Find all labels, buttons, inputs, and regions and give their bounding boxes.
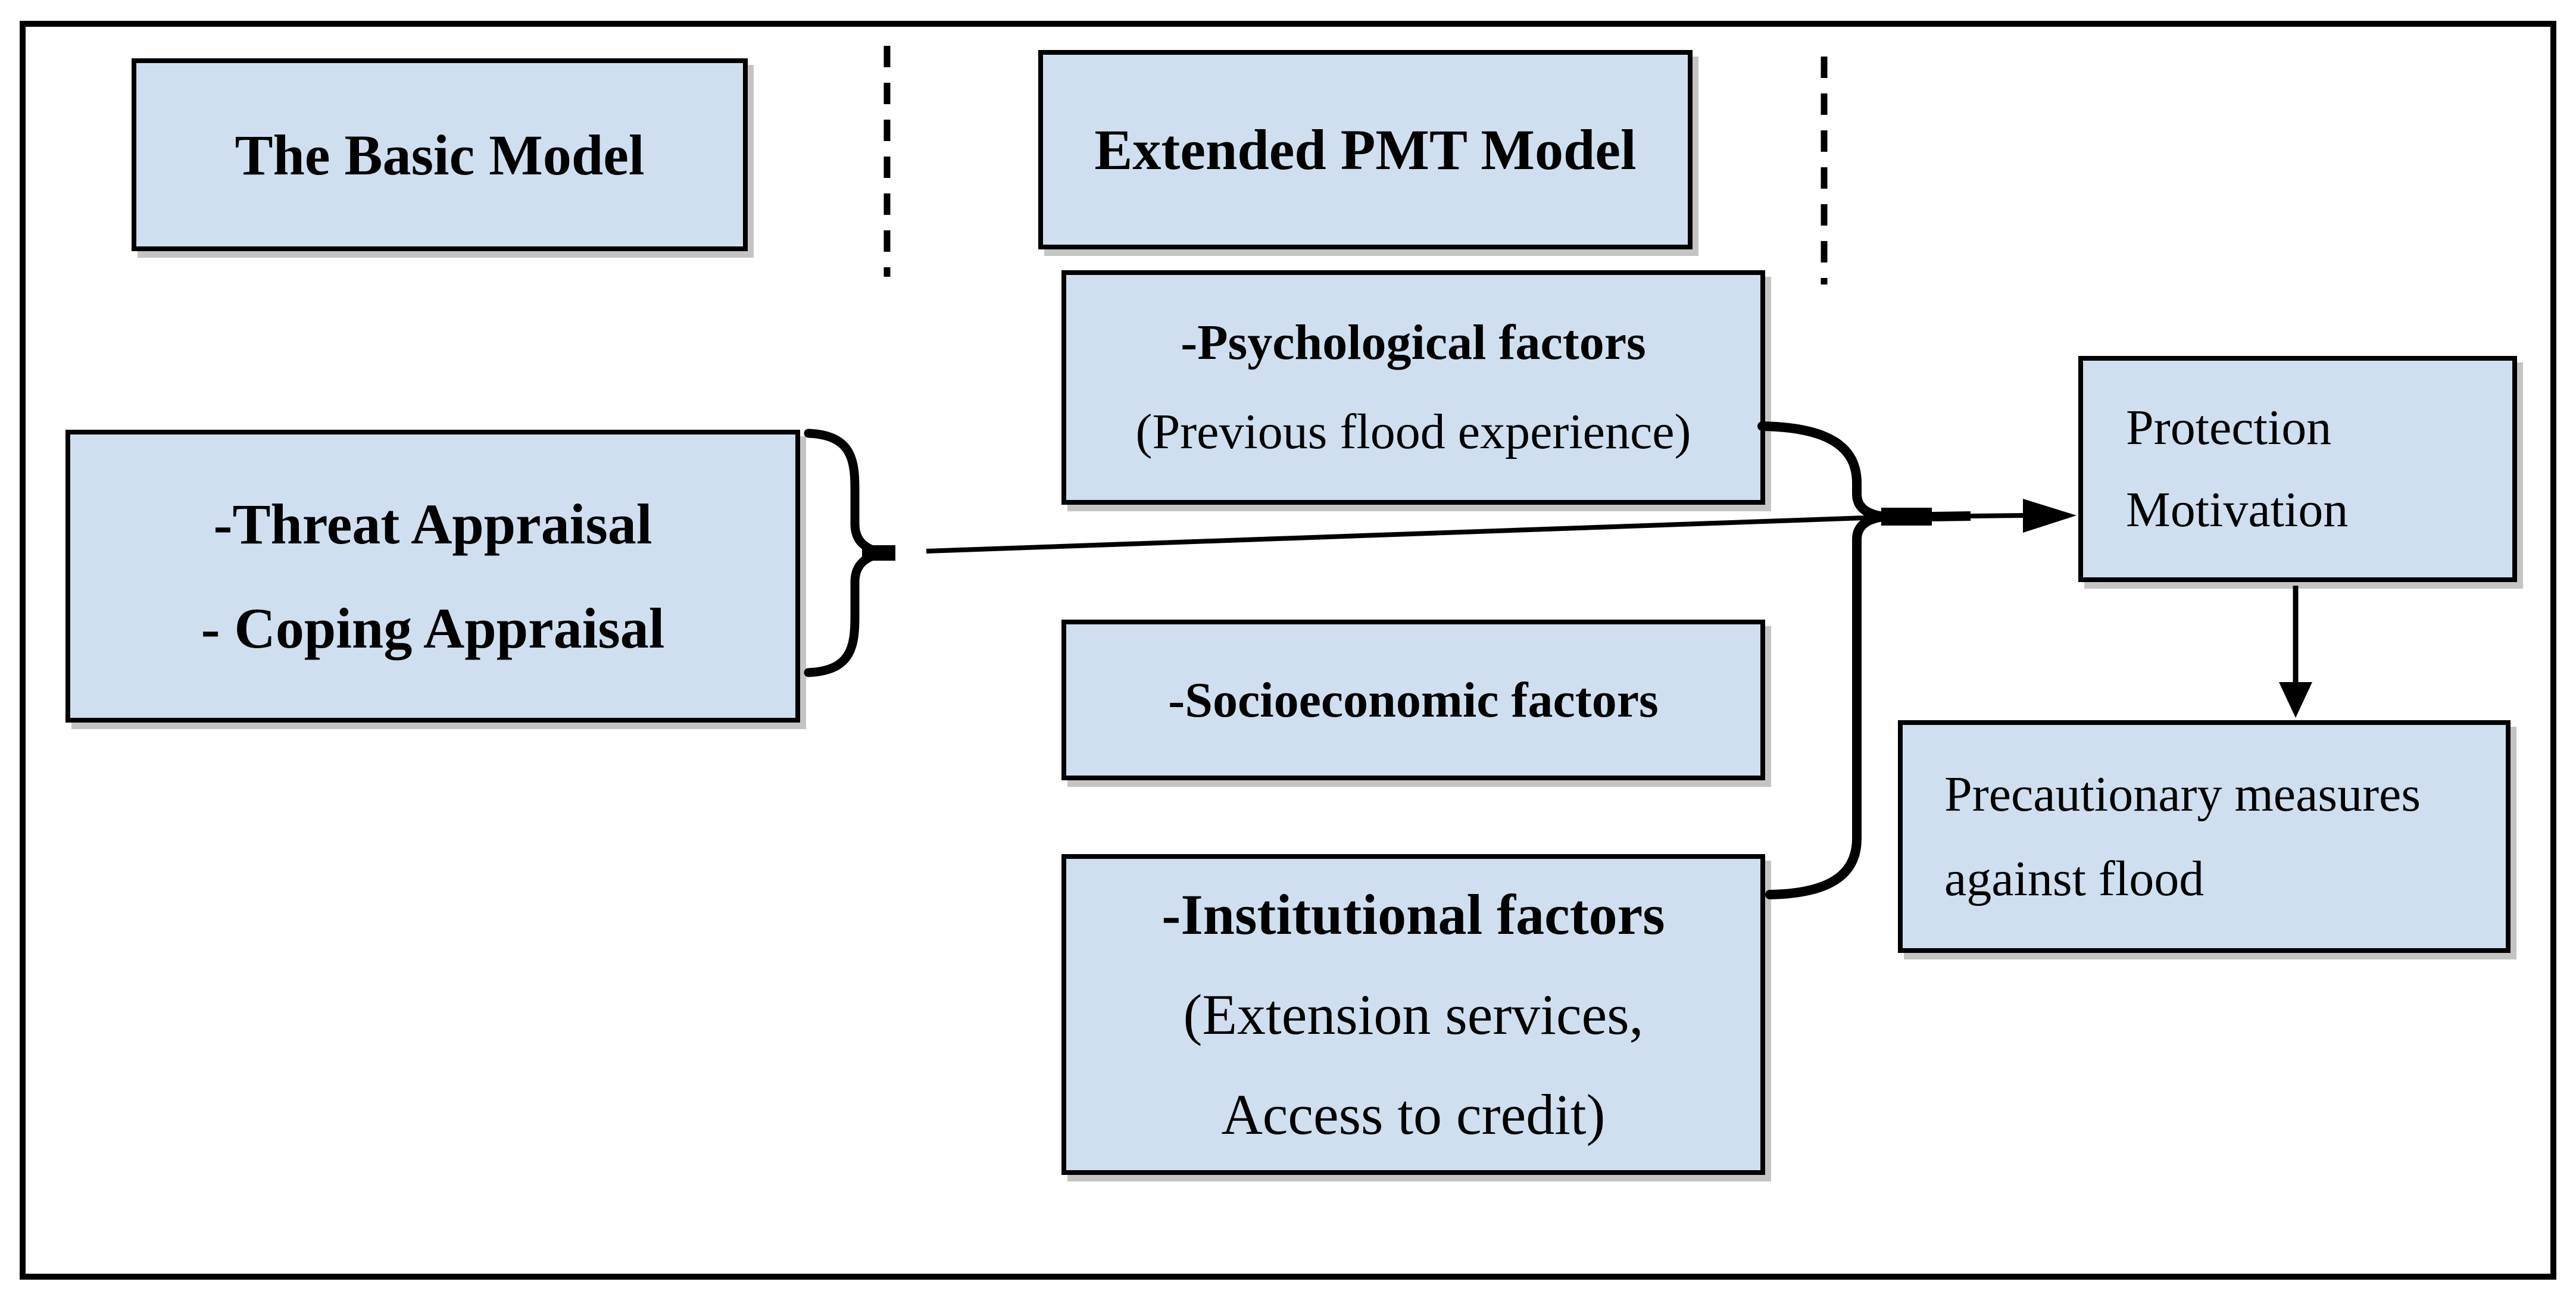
extended-pmt-title-box: Extended PMT Model <box>1038 50 1693 249</box>
precautionary-measures-label: Precautionary measures <box>1944 766 2421 822</box>
against-flood-label: against flood <box>1944 851 2205 906</box>
precautionary-measures-box: Precautionary measures against flood <box>1898 720 2511 953</box>
extension-services-label: (Extension services, <box>1183 982 1644 1046</box>
basic-model-title: The Basic Model <box>235 123 645 187</box>
coping-appraisal-label: - Coping Appraisal <box>201 596 665 660</box>
psychological-factors-label: -Psychological factors <box>1181 315 1646 370</box>
previous-flood-experience-label: (Previous flood experience) <box>1135 404 1691 459</box>
motivation-label: Motivation <box>2126 482 2349 537</box>
appraisal-box: -Threat Appraisal - Coping Appraisal <box>65 430 800 723</box>
socioeconomic-factors-box: -Socioeconomic factors <box>1061 620 1765 780</box>
institutional-factors-box: -Institutional factors (Extension servic… <box>1061 854 1765 1175</box>
psychological-factors-box: -Psychological factors (Previous flood e… <box>1061 270 1765 505</box>
basic-model-title-box: The Basic Model <box>132 58 748 251</box>
threat-appraisal-label: -Threat Appraisal <box>213 492 652 556</box>
socioeconomic-factors-label: -Socioeconomic factors <box>1168 672 1659 728</box>
extended-pmt-title: Extended PMT Model <box>1094 118 1637 182</box>
outer-frame <box>20 21 2556 1280</box>
protection-label: Protection <box>2126 400 2332 455</box>
protection-motivation-box: Protection Motivation <box>2078 356 2517 582</box>
access-to-credit-label: Access to credit) <box>1221 1082 1606 1146</box>
institutional-factors-label: -Institutional factors <box>1161 882 1665 946</box>
